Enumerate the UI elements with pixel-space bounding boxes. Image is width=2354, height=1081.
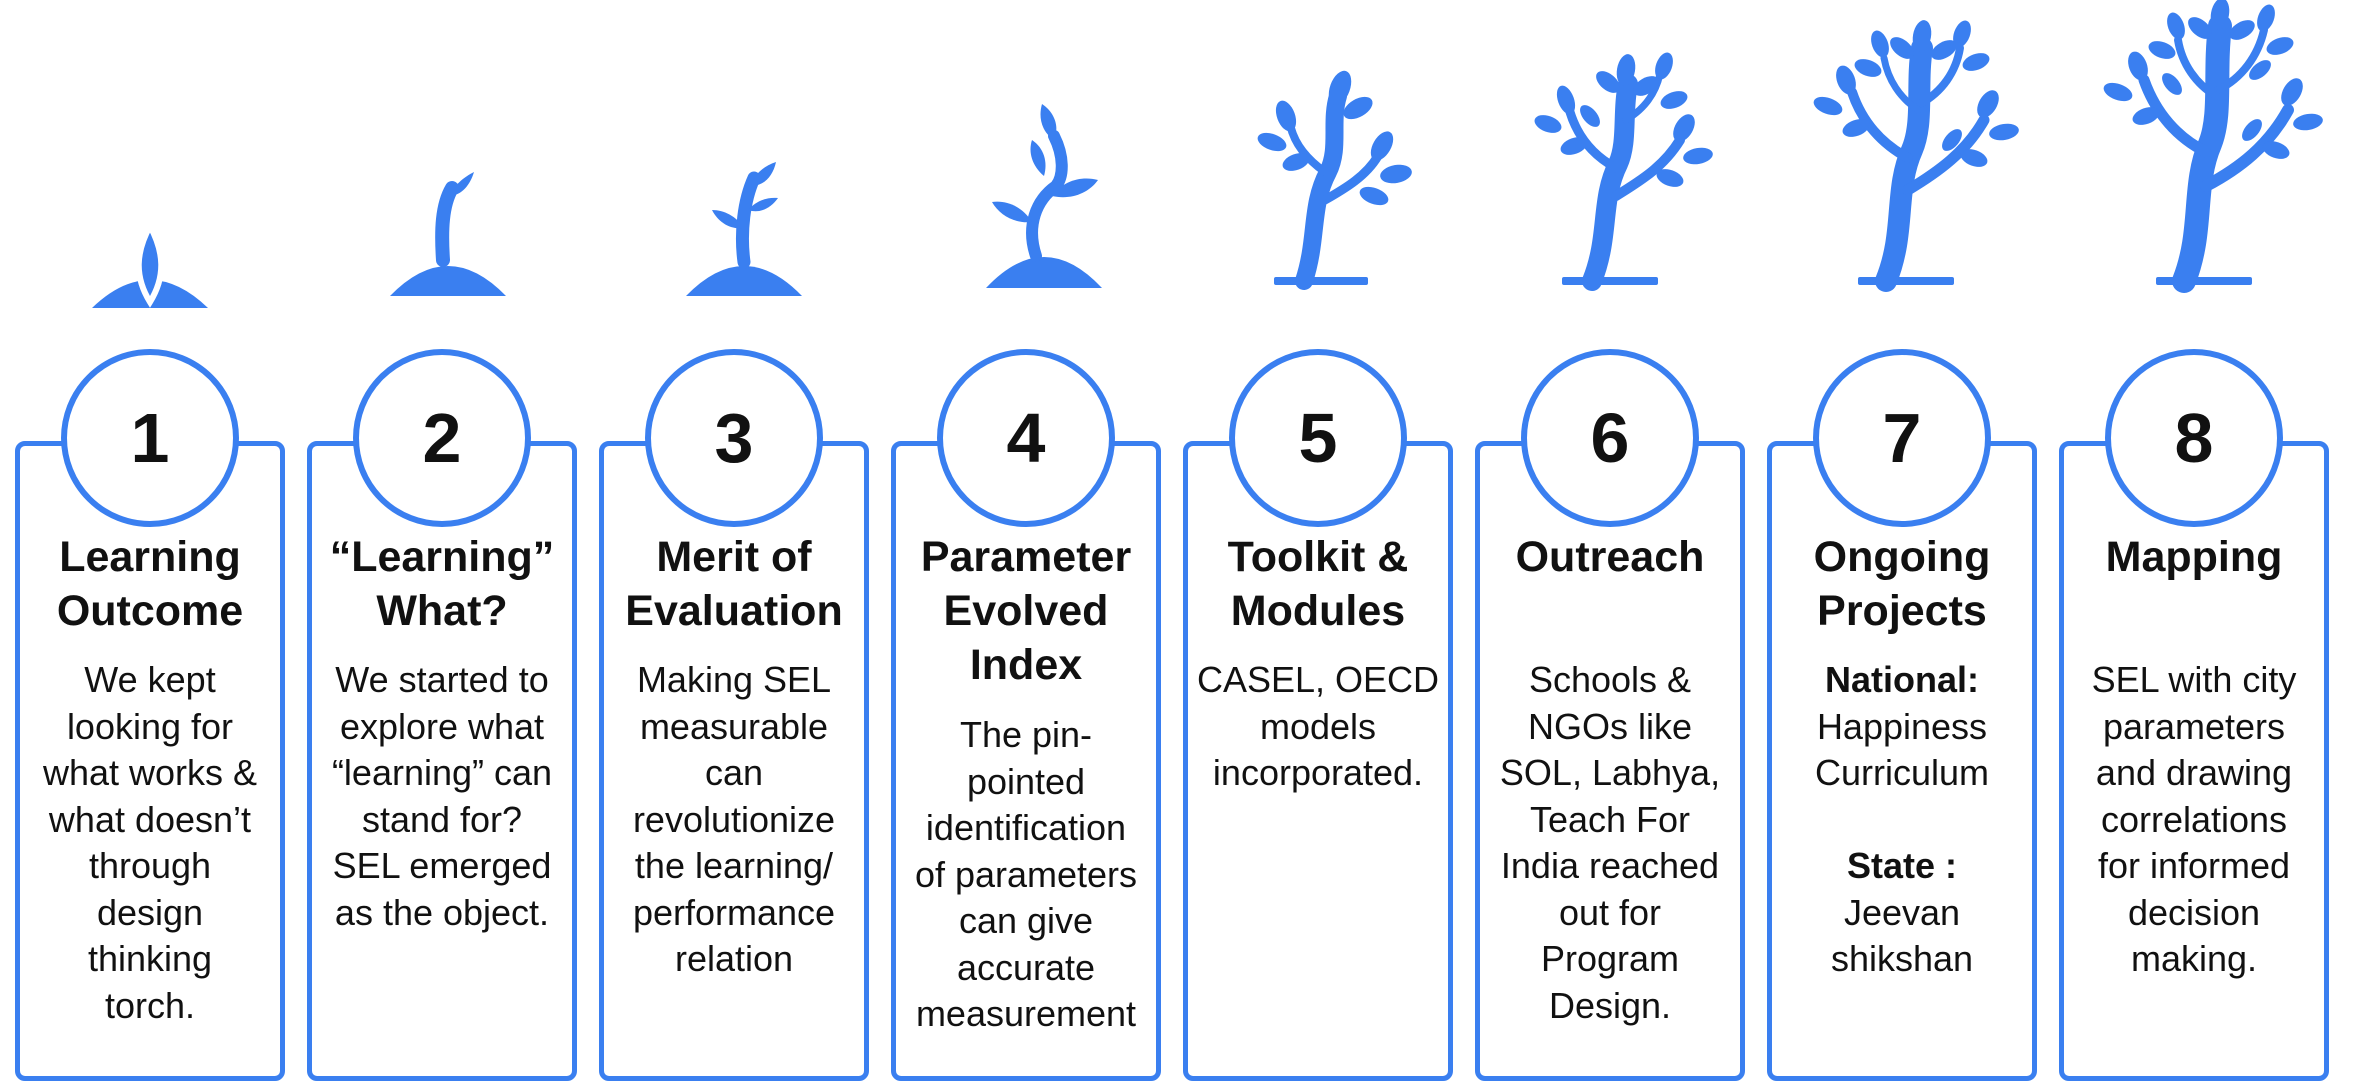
step-number-circle: 7	[1813, 349, 1991, 527]
step-8: 8 Mapping SEL with city parameters and d…	[2054, 0, 2334, 1081]
step-title: Outreach	[1515, 533, 1705, 581]
step-number-circle: 1	[61, 349, 239, 527]
step-3: 3 Merit of Evaluation Making SEL measura…	[594, 0, 874, 1081]
step-2: 2 “Learning” What? We started to explore…	[302, 0, 582, 1081]
state-label: State :	[1846, 845, 1958, 886]
step-description: SEL with city parameters and drawing cor…	[2091, 659, 2297, 979]
step-7: 7 Ongoing Projects National: Happiness C…	[1762, 0, 2042, 1081]
step-description: We started to explore what “learning” ca…	[331, 659, 553, 933]
step-6: 6 Outreach Schools & NGOs like SOL, Labh…	[1470, 0, 1750, 1081]
step-description: Schools & NGOs like SOL, Labhya, Teach F…	[1499, 659, 1721, 1026]
full-tree-icon	[2054, 0, 2334, 320]
step-number-circle: 6	[1521, 349, 1699, 527]
sprout-icon	[302, 0, 582, 320]
step-description: CASEL, OECD models incorporated.	[1196, 659, 1440, 793]
sapling-icon	[1178, 0, 1458, 320]
seedling-icon	[594, 0, 874, 320]
step-description: We kept looking for what works & what do…	[42, 659, 258, 1026]
step-number-circle: 3	[645, 349, 823, 527]
step-title: “Learning” What?	[329, 533, 555, 635]
step-title: Toolkit & Modules	[1227, 533, 1409, 635]
step-title: Mapping	[2105, 533, 2283, 581]
step-panel	[2059, 441, 2329, 1081]
young-plant-icon	[886, 0, 1166, 320]
step-description: Making SEL measurable can revolutionize …	[632, 659, 836, 979]
step-number-circle: 8	[2105, 349, 2283, 527]
seed-icon	[10, 0, 290, 320]
step-number-circle: 2	[353, 349, 531, 527]
step-5: 5 Toolkit & Modules CASEL, OECD models i…	[1178, 0, 1458, 1081]
step-description: National: Happiness Curriculum State : J…	[1768, 657, 2036, 983]
growing-tree-icon	[1762, 0, 2042, 320]
small-tree-icon	[1470, 0, 1750, 320]
step-title: Ongoing Projects	[1813, 533, 1991, 635]
step-number-circle: 5	[1229, 349, 1407, 527]
step-title: Learning Outcome	[56, 533, 244, 635]
growth-timeline: 1 Learning Outcome We kept looking for w…	[10, 0, 2334, 1081]
step-panel	[1183, 441, 1453, 1081]
national-label: National:	[1824, 659, 1979, 700]
step-number-circle: 4	[937, 349, 1115, 527]
step-description: The pin- pointed identification of param…	[914, 714, 1138, 1034]
step-panel	[891, 441, 1161, 1081]
step-1: 1 Learning Outcome We kept looking for w…	[10, 0, 290, 1081]
step-4: 4 Parameter Evolved Index The pin- point…	[886, 0, 1166, 1081]
step-panel	[307, 441, 577, 1081]
step-title: Parameter Evolved Index	[920, 533, 1132, 689]
step-panel	[15, 441, 285, 1081]
step-title: Merit of Evaluation	[625, 533, 843, 635]
step-panel	[1767, 441, 2037, 1081]
step-panel	[1475, 441, 1745, 1081]
